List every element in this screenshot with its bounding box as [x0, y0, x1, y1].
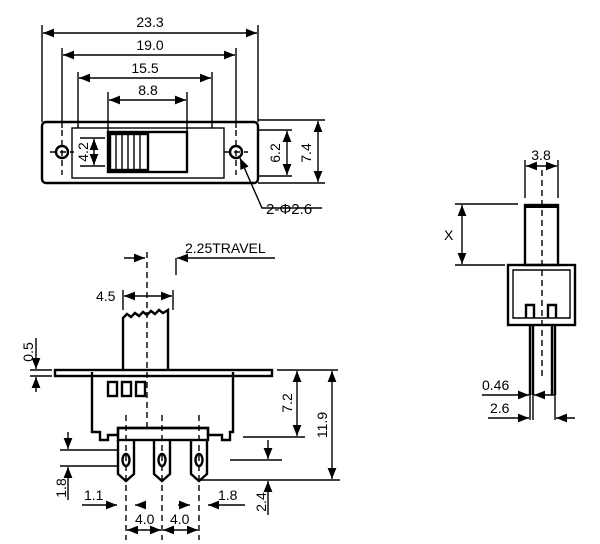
dim-pin-length: 2.4 — [253, 492, 269, 512]
body-outline — [71, 127, 225, 179]
dim-pin-thickness: 0.46 — [482, 377, 509, 393]
end-view: 3.8 X 0.46 2.6 — [444, 147, 577, 423]
dim-actuator-height: X — [444, 227, 454, 243]
dim-pin-end: 1.8 — [218, 487, 238, 503]
hole-label: 2-Φ2.6 — [266, 201, 312, 218]
dim-body-height: 7.2 — [279, 393, 295, 413]
dim-overall: 23.3 — [136, 14, 163, 30]
slider-knob — [108, 132, 150, 172]
dim-slot-height: 4.2 — [75, 142, 91, 162]
dim-body-height: 6.2 — [267, 143, 283, 163]
dim-pin-width: 1.1 — [84, 487, 104, 503]
slider-window — [106, 130, 189, 174]
mounting-plate — [40, 120, 260, 185]
dim-slot: 8.8 — [138, 82, 158, 98]
actuator — [121, 307, 170, 370]
dim-pin-hole: 1.8 — [53, 478, 69, 498]
dim-body: 15.5 — [131, 60, 158, 76]
dim-actuator-width: 4.5 — [96, 288, 116, 304]
dim-actuator-width: 3.8 — [531, 147, 551, 163]
side-view: 2.25TRAVEL 4.5 0.5 7.2 11.9 1.8 2.4 1.1 … — [20, 240, 340, 540]
dim-pin-spacing: 2.6 — [490, 400, 510, 416]
flange — [53, 368, 274, 378]
dim-pin-spacing-2: 4.0 — [170, 511, 190, 527]
dim-holes: 19.0 — [136, 37, 163, 53]
travel-label: 2.25TRAVEL — [185, 240, 266, 256]
dim-pin-spacing-1: 4.0 — [135, 511, 155, 527]
top-view: 23.3 19.0 15.5 8.8 4.2 6.2 7.4 2-Φ2.6 — [40, 14, 325, 218]
dim-total-height: 11.9 — [314, 412, 330, 438]
dim-flange-thickness: 0.5 — [20, 342, 36, 362]
dim-plate-height: 7.4 — [298, 143, 314, 163]
